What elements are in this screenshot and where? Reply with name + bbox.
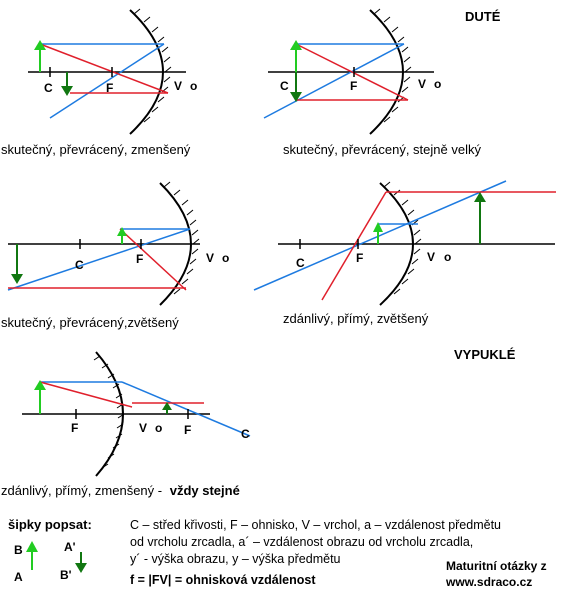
- diagram-concave-beyond-c: [28, 8, 186, 135]
- point-f-2: F: [350, 79, 358, 93]
- point-v-5: V: [139, 421, 148, 435]
- legend-line-2: od vrcholu zrcadla, a´ – vzdálenost obra…: [130, 535, 474, 549]
- arrow-legend-a: A: [14, 570, 23, 584]
- point-f-4: F: [356, 251, 364, 265]
- point-c-3: C: [75, 258, 84, 272]
- diagram-convex: [22, 351, 251, 477]
- point-f-1: F: [106, 81, 114, 95]
- point-c-4: C: [296, 256, 305, 270]
- credits-line-2: www.sdraco.cz: [446, 575, 533, 589]
- point-f-3: F: [136, 252, 144, 266]
- point-f-5b: F: [184, 423, 192, 437]
- point-c-5: C: [241, 427, 250, 441]
- caption-d3: skutečný, převrácený,zvětšený: [1, 315, 179, 330]
- arrow-legend-title: šipky popsat:: [8, 517, 92, 532]
- point-o-1: o: [190, 79, 198, 93]
- caption-d5-bold: vždy stejné: [169, 483, 240, 498]
- point-c-2: C: [280, 79, 289, 93]
- arrow-legend-b-prime: B': [60, 568, 72, 582]
- diagram-concave-between-f-c: [7, 181, 200, 306]
- arrow-legend-icons: [26, 541, 87, 573]
- legend-line-1: C – střed křivosti, F – ohnisko, V – vrc…: [130, 518, 502, 532]
- credits-line-1: Maturitní otázky z: [446, 559, 547, 573]
- heading-convex: VYPUKLÉ: [454, 347, 516, 362]
- caption-d1: skutečný, převrácený, zmenšený: [1, 142, 191, 157]
- point-v-1: V: [174, 79, 183, 93]
- legend-line-3: y´ - výška obrazu, y – výška předmětu: [130, 552, 341, 566]
- caption-d5-text: zdánlivý, přímý, zmenšený -: [1, 483, 163, 498]
- legend-formula: f = |FV| = ohnisková vzdálenost: [130, 573, 316, 587]
- point-v-2: V: [418, 77, 427, 91]
- diagram-concave-at-c: [263, 8, 434, 135]
- heading-concave: DUTÉ: [465, 9, 501, 24]
- caption-d5: zdánlivý, přímý, zmenšený - vždy stejné: [1, 483, 240, 498]
- arrow-legend-b: B: [14, 543, 23, 557]
- point-v-4: V: [427, 250, 436, 264]
- point-v-3: V: [206, 251, 215, 265]
- caption-d4: zdánlivý, přímý, zvětšený: [283, 311, 429, 326]
- point-o-2: o: [434, 77, 442, 91]
- point-c-1: C: [44, 81, 53, 95]
- diagram-concave-inside-f: [253, 180, 556, 306]
- point-o-3: o: [222, 251, 230, 265]
- point-f-5a: F: [71, 421, 79, 435]
- caption-d2: skutečný, převrácený, stejně velký: [283, 142, 481, 157]
- point-o-5: o: [155, 421, 163, 435]
- arrow-legend-a-prime: A': [64, 540, 76, 554]
- point-o-4: o: [444, 250, 452, 264]
